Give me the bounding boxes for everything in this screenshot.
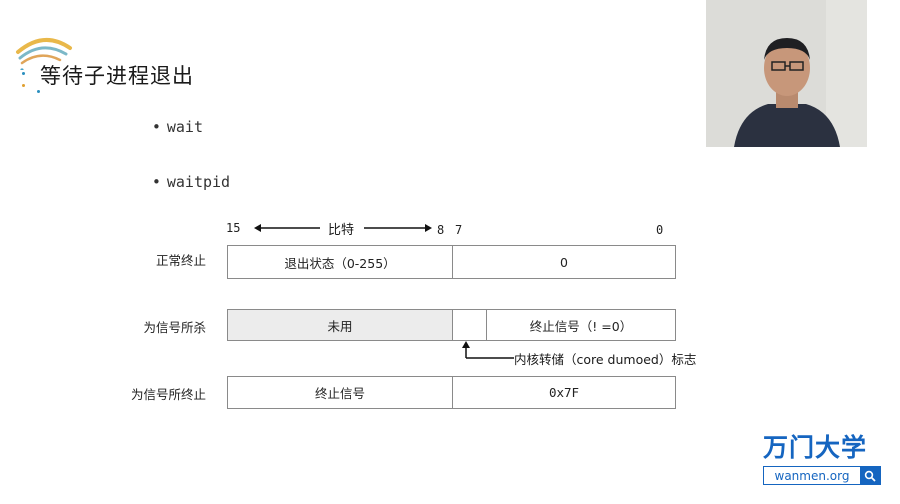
- rainbow-arc-logo-icon: [16, 38, 72, 70]
- logo-dot: [37, 90, 40, 93]
- bit-0-label: 0: [656, 223, 664, 237]
- core-flag-arrow-icon: [462, 341, 514, 359]
- row-label-killed: 为信号所杀: [143, 320, 206, 335]
- status-row-stopped: 终止信号 0x7F: [227, 376, 676, 409]
- right-arrow-icon: [364, 224, 432, 232]
- bullet-item: •wait: [152, 118, 203, 136]
- brand-url-bar[interactable]: wanmen.org: [763, 466, 881, 485]
- wanmen-brand: 万门大学 wanmen.org: [763, 434, 881, 488]
- logo-dot: [22, 72, 25, 75]
- term-signal-cell: 终止信号（! =0）: [486, 310, 675, 340]
- core-flag-cell: [452, 310, 486, 340]
- bit-8-label: 8: [437, 223, 445, 237]
- stop-signal-cell: 终止信号: [314, 386, 365, 401]
- row-label-normal: 正常终止: [155, 253, 206, 268]
- status-row-killed: 未用 终止信号（! =0）: [227, 309, 676, 341]
- unused-cell: 未用: [228, 310, 452, 340]
- bullet-text: wait: [166, 118, 203, 136]
- exit-status-cell: 退出状态（0-255）: [284, 255, 396, 271]
- row-label-stopped: 为信号所终止: [130, 387, 206, 402]
- bit-15-label: 15: [226, 221, 241, 235]
- bullet-text: waitpid: [166, 173, 231, 191]
- core-dump-annotation: 内核转储（core dumoed）标志: [514, 352, 697, 367]
- stop-code-cell: 0x7F: [452, 377, 675, 408]
- status-row-normal: 退出状态（0-255） 0: [227, 245, 676, 279]
- slide-title: 等待子进程退出: [40, 64, 194, 88]
- brand-name: 万门大学: [763, 433, 868, 462]
- logo-dot: [22, 84, 25, 87]
- low-byte-cell: 0: [452, 246, 675, 278]
- left-arrow-icon: [254, 224, 320, 232]
- bullet-item: •waitpid: [152, 173, 231, 191]
- search-icon[interactable]: [860, 467, 880, 484]
- presenter-video: [706, 0, 867, 147]
- bit-label: 比特: [328, 223, 355, 238]
- bit-7-label: 7: [455, 223, 463, 237]
- brand-url: wanmen.org: [774, 468, 850, 483]
